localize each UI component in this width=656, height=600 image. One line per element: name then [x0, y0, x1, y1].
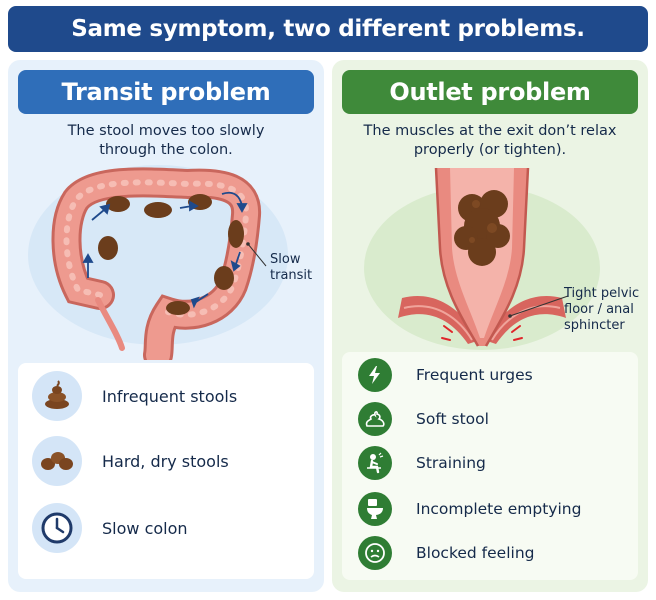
outlet-panel: Outlet problem The muscles at the exit d…: [332, 60, 648, 592]
outlet-symptom-list: Frequent urges Soft stool S: [342, 352, 638, 580]
lightning-icon: [358, 358, 392, 392]
symptom-label: Hard, dry stools: [102, 451, 229, 471]
outlet-title-text: Outlet problem: [389, 78, 591, 106]
list-item: Incomplete emptying: [342, 492, 581, 526]
rectum-svg: [364, 167, 600, 350]
symptom-label: Infrequent stools: [102, 386, 238, 406]
toilet-icon: [358, 492, 392, 526]
hard-stool-pellets-icon: [32, 436, 82, 486]
header-banner: Same symptom, two different problems.: [8, 6, 648, 52]
tight-pelvic-floor-label: Tight pelvic floor / anal sphincter: [564, 286, 639, 334]
outlet-title: Outlet problem: [342, 70, 638, 114]
transit-description: The stool moves too slowly through the c…: [20, 122, 312, 160]
tight-pelvic-floor-label-line3: sphincter: [564, 318, 625, 333]
symptom-label: Straining: [416, 454, 486, 472]
frown-face-icon: [358, 536, 392, 570]
outlet-description-line1: The muscles at the exit don’t relax: [363, 123, 617, 139]
list-item: Infrequent stools: [18, 371, 237, 421]
colon-svg: [28, 165, 288, 370]
symptom-label: Soft stool: [416, 410, 489, 428]
symptom-label: Slow colon: [102, 518, 188, 538]
outlet-description-line2: properly (or tighten).: [413, 142, 567, 158]
list-item: Hard, dry stools: [18, 436, 229, 486]
transit-title-text: Transit problem: [61, 78, 271, 106]
soft-stool-icon: [358, 402, 392, 436]
transit-symptom-list: Infrequent stools Hard, dry stools Slo: [18, 363, 314, 579]
person-straining-icon: [358, 446, 392, 480]
tight-pelvic-floor-label-line2: floor / anal: [564, 302, 634, 317]
outlet-description: The muscles at the exit don’t relax prop…: [344, 122, 636, 160]
slow-transit-label: Slow transit: [270, 252, 312, 284]
transit-description-line1: The stool moves too slowly: [67, 123, 265, 139]
stool-icon: [32, 371, 82, 421]
tension-marks: [441, 325, 523, 341]
slow-transit-label-line2: transit: [270, 268, 313, 283]
tight-pelvic-floor-label-line1: Tight pelvic: [564, 286, 640, 301]
rectum-illustration: Tight pelvic floor / anal sphincter: [332, 167, 648, 352]
symptom-label: Frequent urges: [416, 366, 533, 384]
list-item: Soft stool: [342, 402, 489, 436]
stool-mass: [454, 190, 510, 266]
symptom-label: Blocked feeling: [416, 544, 535, 562]
list-item: Blocked feeling: [342, 536, 534, 570]
transit-description-line2: through the colon.: [99, 142, 233, 158]
transit-panel: Transit problem The stool moves too slow…: [8, 60, 324, 592]
slow-transit-label-line1: Slow: [270, 252, 301, 267]
flow-arrows: [82, 191, 248, 309]
colon-illustration: Slow transit: [8, 160, 324, 370]
page-title: Same symptom, two different problems.: [71, 16, 585, 42]
symptom-label: Incomplete emptying: [416, 500, 582, 518]
transit-title: Transit problem: [18, 70, 314, 114]
list-item: Slow colon: [18, 503, 188, 553]
list-item: Straining: [342, 446, 486, 480]
list-item: Frequent urges: [342, 358, 533, 392]
clock-icon: [32, 503, 82, 553]
